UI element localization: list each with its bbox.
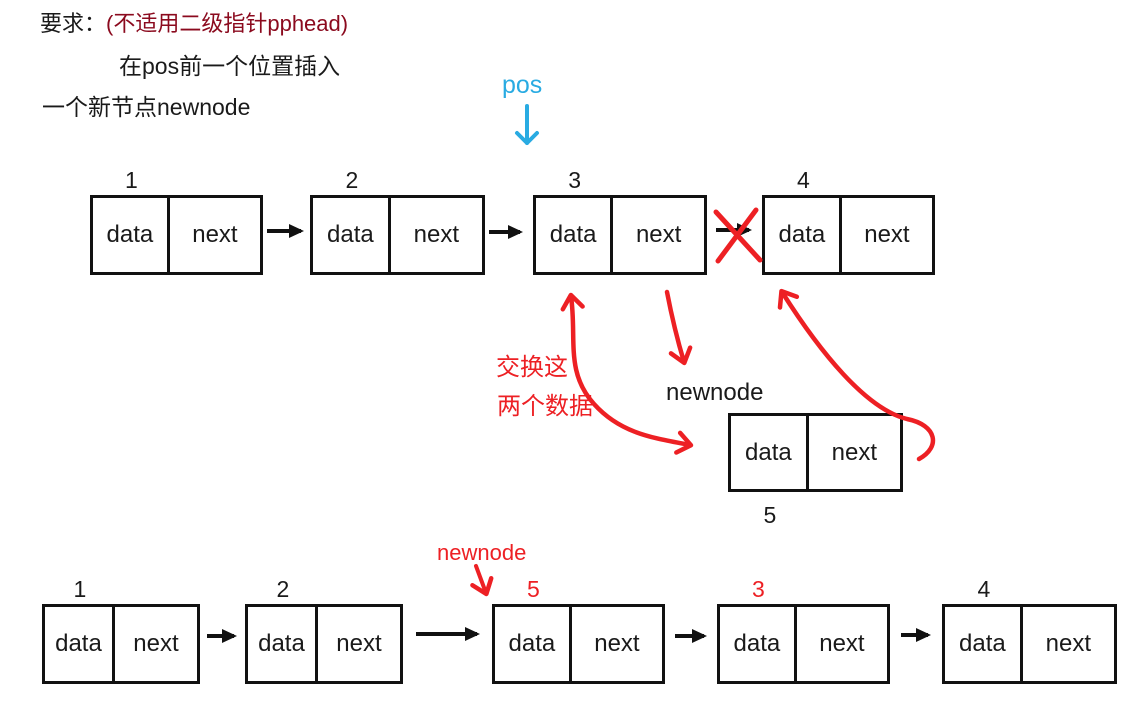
bottom-node-3: 3 data next — [717, 576, 890, 684]
broken-link-x-stroke2 — [715, 207, 759, 264]
requirement-note: (不适用二级指针pphead) — [106, 11, 349, 36]
top-node-4-number: 4 — [797, 167, 810, 193]
bottom-node-5-number: 5 — [527, 576, 540, 602]
data-cell: data — [495, 607, 572, 681]
pos-pointer-label: pos — [502, 71, 543, 99]
newnode-box: 5 data next — [728, 413, 903, 528]
next-cell: next — [864, 221, 910, 248]
bottom-node-3-number: 3 — [752, 576, 765, 602]
top-node-2-number: 2 — [345, 167, 359, 193]
newnode-label-bottom: newnode — [437, 540, 527, 565]
bottom-node-1: 1 data next — [42, 576, 200, 684]
data-cell: data — [720, 607, 797, 681]
next-cell: next — [336, 630, 382, 657]
requirement-line: 要求：(不适用二级指针pphead) — [40, 11, 348, 36]
data-cell: data — [45, 607, 115, 681]
bottom-node-5: 5 data next — [492, 576, 665, 684]
top-node-1-number: 1 — [125, 167, 138, 193]
requirement-line3: 一个新节点newnode — [42, 94, 251, 120]
swap-double-arrow — [560, 292, 694, 455]
next-cell: next — [192, 221, 238, 248]
bottom-node-2-number: 2 — [276, 576, 290, 602]
next-cell: next — [413, 221, 460, 248]
next-cell: next — [819, 630, 865, 657]
data-cell: data — [248, 607, 318, 681]
top-node-4: 4 data next — [762, 167, 935, 275]
data-cell: data — [536, 198, 614, 272]
data-cell: data — [765, 198, 842, 272]
next-cell: next — [831, 438, 878, 466]
newnode-label-middle: newnode — [666, 379, 764, 406]
swap-note-line1: 交换这 — [496, 354, 568, 381]
bottom-node-4: 4 data next — [942, 576, 1117, 684]
top-node-3-number: 3 — [568, 167, 582, 193]
next-cell: next — [594, 630, 640, 657]
data-cell: data — [93, 198, 170, 272]
top-node-3: 3 data next — [533, 167, 707, 275]
data-cell: data — [945, 607, 1023, 681]
next-cell: next — [133, 630, 179, 657]
swap-note-line2: 两个数据 — [497, 393, 593, 420]
pos-next-to-newnode-arrow — [664, 289, 693, 366]
next-cell: next — [1045, 630, 1092, 657]
bottom-node-4-number: 4 — [977, 576, 991, 602]
newnode-pointer-arrow — [470, 564, 494, 597]
top-node-1: 1 data next — [90, 167, 263, 275]
requirement-line2: 在pos前一个位置插入 — [119, 53, 341, 79]
bottom-node-2: 2 data next — [245, 576, 403, 684]
top-node-2: 2 data next — [310, 167, 485, 275]
requirement-label: 要求： — [40, 11, 107, 36]
bottom-node-1-number: 1 — [73, 576, 87, 602]
data-cell: data — [313, 198, 391, 272]
broken-link-x-stroke1 — [713, 209, 763, 263]
data-cell: data — [731, 416, 809, 489]
newnode-number: 5 — [763, 502, 777, 528]
next-cell: next — [635, 221, 682, 248]
